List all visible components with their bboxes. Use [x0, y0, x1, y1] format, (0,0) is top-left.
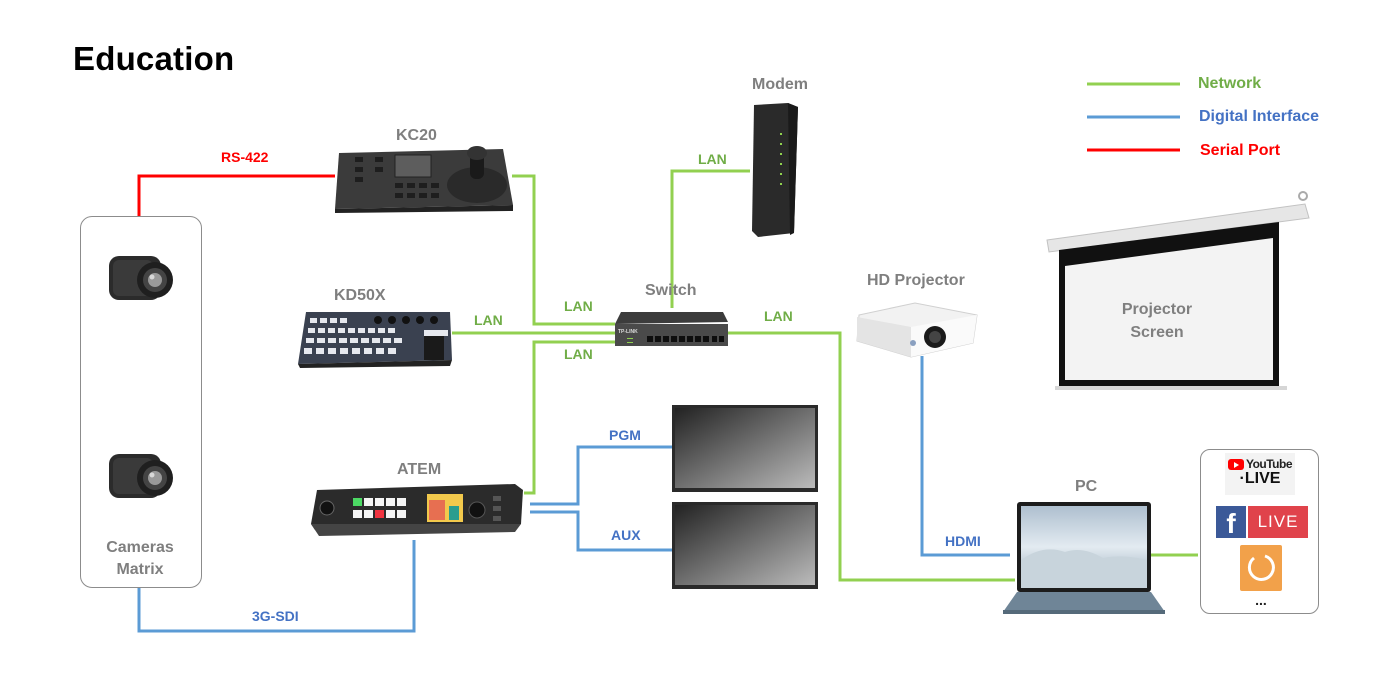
projector-icon [855, 297, 979, 359]
label-lan-pc: LAN [764, 308, 793, 324]
legend-serial-port: Serial Port [1200, 142, 1281, 159]
kd50x-switcher-icon [298, 310, 453, 368]
facebook-icon: f [1216, 506, 1246, 539]
wire-pgm [530, 445, 672, 506]
label-lan-atem: LAN [564, 346, 593, 362]
page-title: Education [73, 40, 235, 77]
wire-modem-switch [670, 169, 750, 308]
label-lan-kd50x: LAN [474, 312, 503, 328]
projector-screen-label: Projector Screen [1107, 298, 1207, 344]
more-platforms-ellipsis: ... [1255, 592, 1267, 608]
projector-screen-line1: Projector [1121, 301, 1193, 318]
wire-atem-switch [524, 340, 615, 495]
label-hdmi: HDMI [945, 533, 981, 549]
label-3g-sdi: 3G-SDI [252, 608, 299, 624]
label-rs422: RS-422 [221, 149, 269, 165]
label-aux: AUX [611, 527, 641, 543]
wire-kc20-switch [512, 174, 615, 326]
legend-network: Network [1198, 75, 1262, 92]
label-pgm: PGM [609, 427, 641, 443]
projector-screen-icon [1043, 190, 1311, 400]
cameras-matrix-label: Cameras Matrix [80, 537, 200, 581]
atem-switcher-icon [311, 484, 523, 536]
modem-label: Modem [752, 76, 808, 93]
youtube-text: YouTube [1245, 457, 1293, 471]
network-switch-icon: TP-LINK [615, 312, 728, 348]
youtube-live-logo[interactable]: YouTube ·LIVE [1225, 453, 1295, 495]
kc20-controller-icon [335, 145, 515, 213]
kd50x-label: KD50X [334, 287, 386, 304]
wire-aux [530, 510, 672, 552]
switch-label: Switch [645, 282, 697, 299]
wire-rs422 [137, 174, 335, 216]
camera-icon [107, 250, 175, 306]
label-lan-kc20: LAN [564, 298, 593, 314]
streaming-app-icon[interactable] [1240, 545, 1282, 591]
cameras-label-line1: Cameras [106, 539, 174, 556]
legend-digital-interface: Digital Interface [1199, 108, 1320, 125]
atem-label: ATEM [397, 461, 442, 478]
pc-label: PC [1075, 478, 1098, 495]
kc20-label: KC20 [396, 127, 437, 144]
youtube-live-text: ·LIVE [1239, 470, 1281, 487]
youtube-play-icon [1227, 458, 1244, 470]
cameras-label-line2: Matrix [116, 561, 164, 578]
wire-switch-pc [728, 331, 1015, 582]
aux-monitor-icon [672, 502, 818, 589]
label-lan-modem: LAN [698, 151, 727, 167]
projector-screen-line2: Screen [1130, 324, 1184, 341]
laptop-icon [1003, 502, 1165, 614]
wire-hdmi [920, 356, 1010, 557]
facebook-live-logo[interactable]: f LIVE [1216, 506, 1308, 539]
hd-projector-label: HD Projector [867, 272, 965, 289]
wire-sdi [137, 540, 416, 633]
modem-icon [750, 103, 800, 240]
camera-icon [107, 448, 175, 504]
switch-brand: TP-LINK [618, 329, 638, 335]
pgm-monitor-icon [672, 405, 818, 492]
facebook-live-text: LIVE [1248, 506, 1308, 538]
